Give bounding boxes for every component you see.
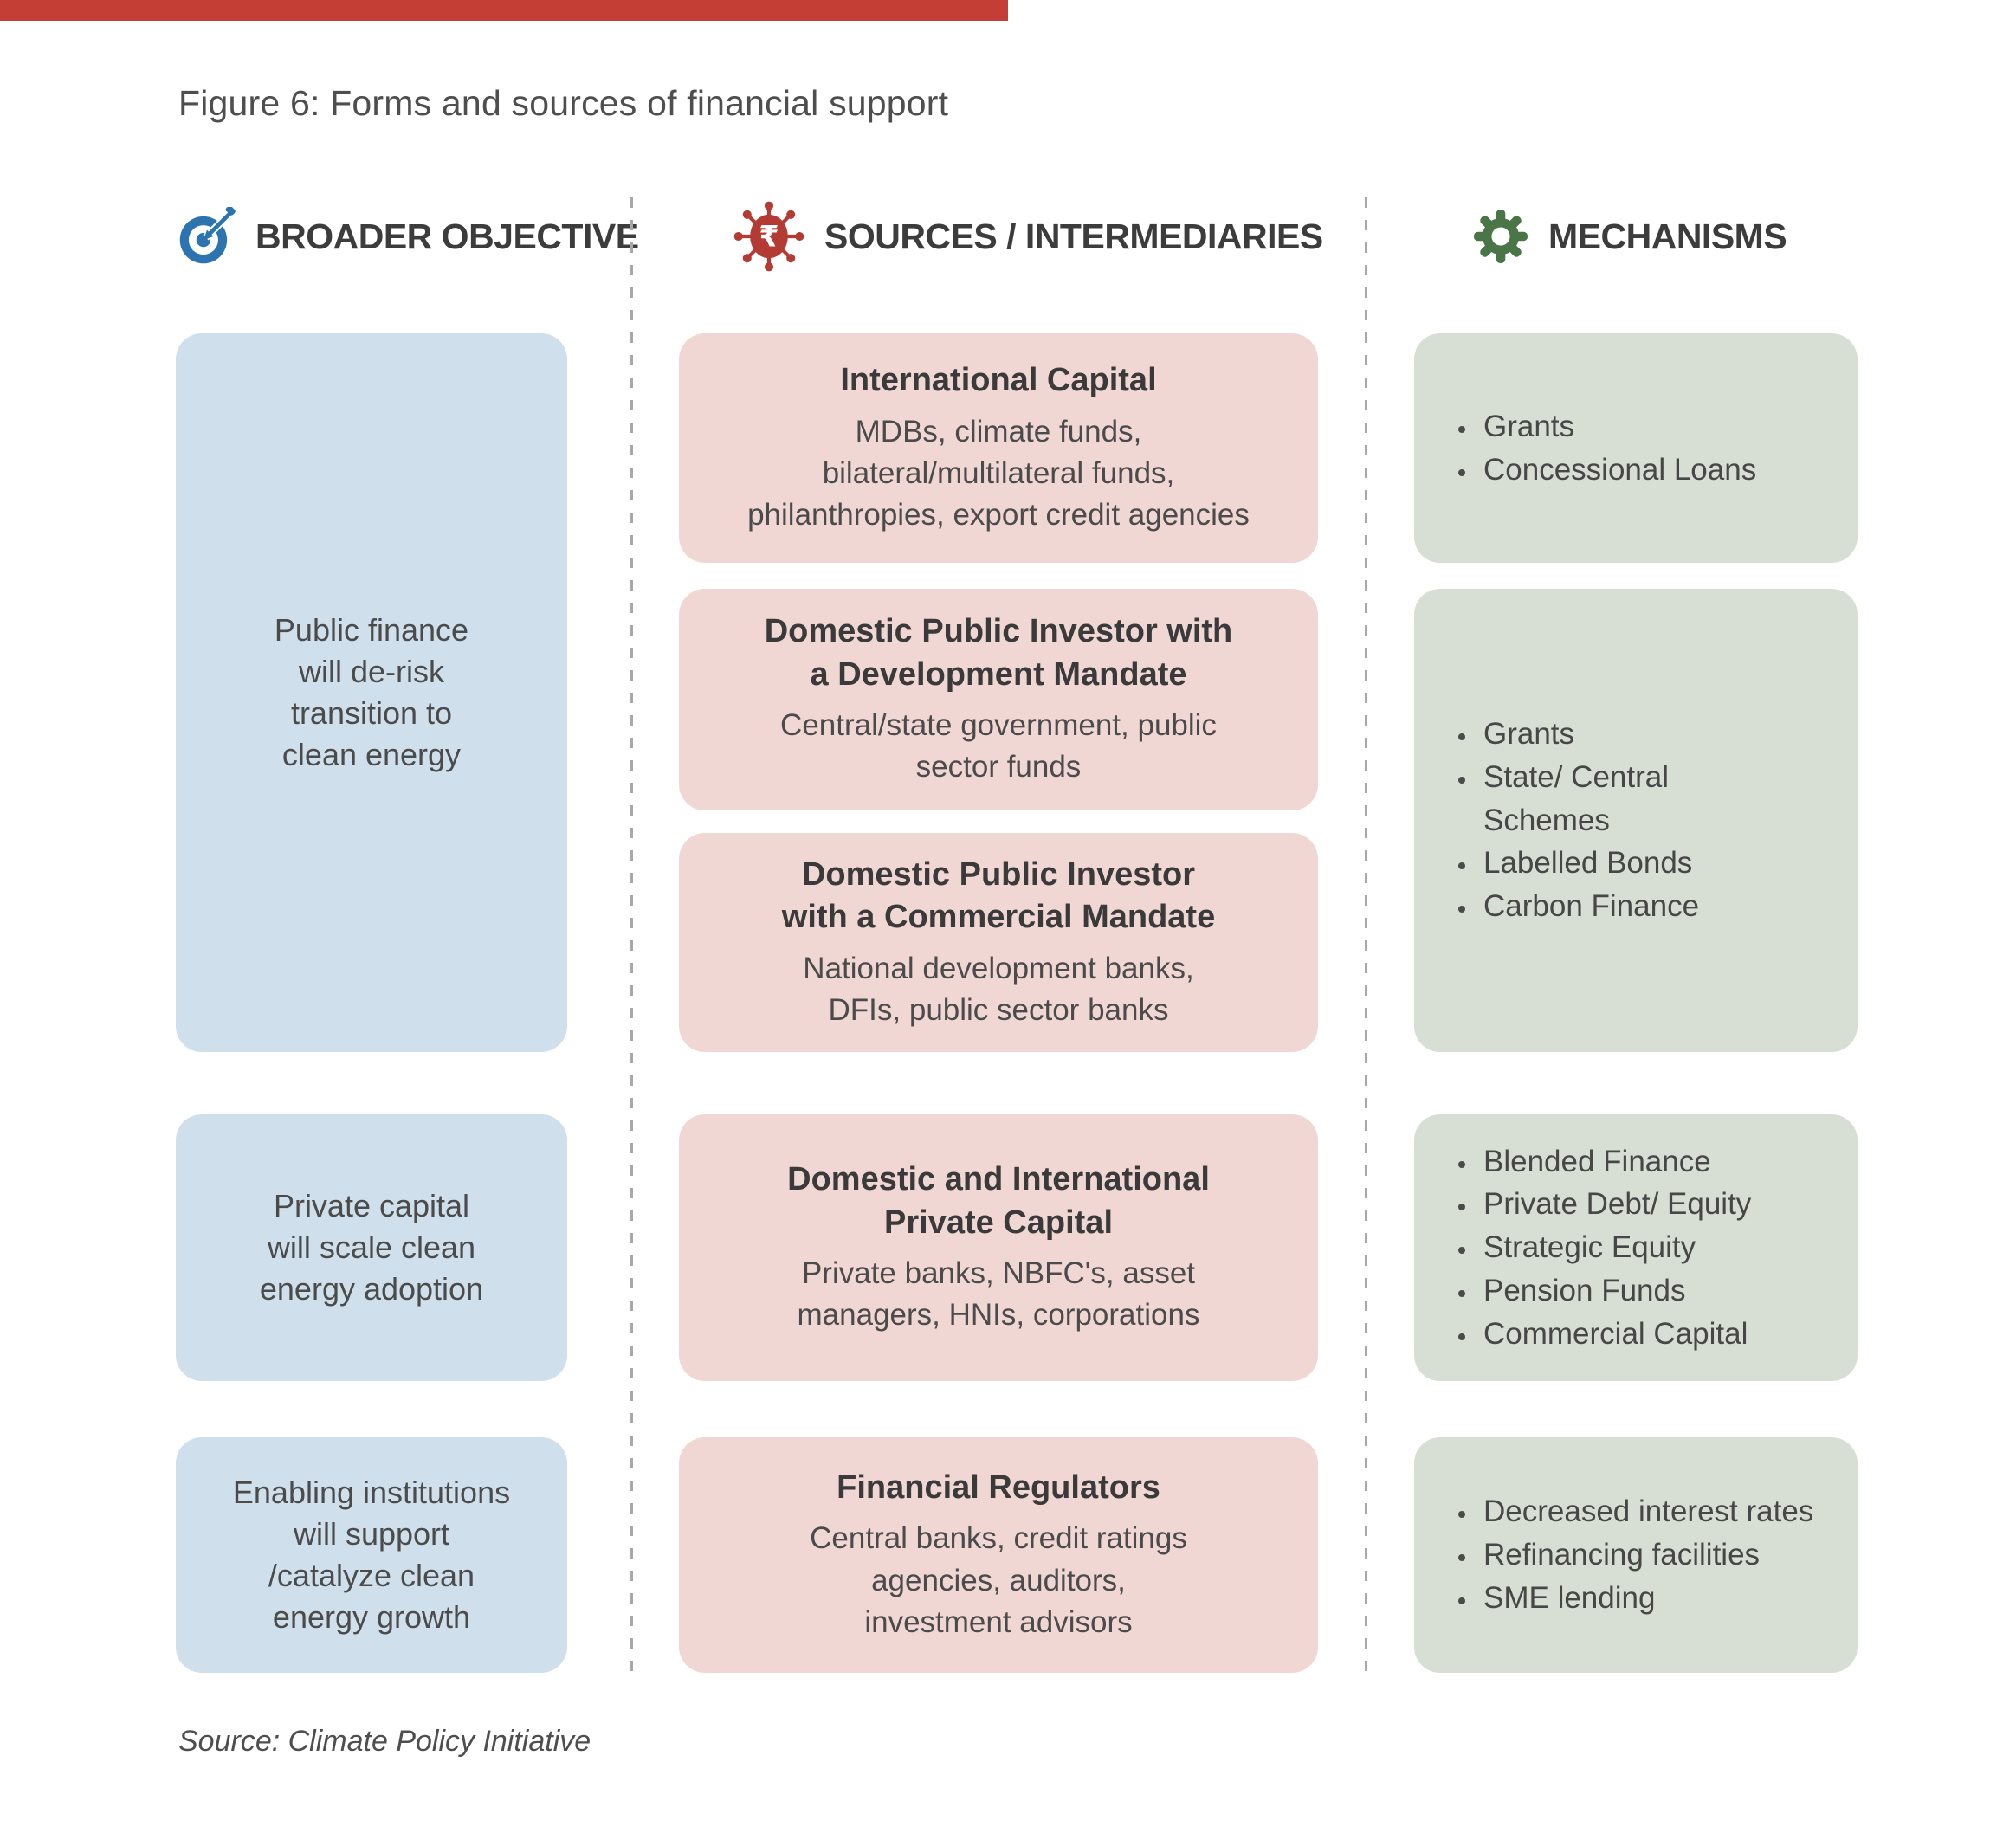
- column-header-label: BROADER OBJECTIVE: [255, 216, 639, 256]
- mechanism-item: Grants: [1478, 713, 1844, 756]
- source-box-title: Domestic Public Investor with a Developm…: [764, 613, 1233, 693]
- figure-title: Figure 6: Forms and sources of financial…: [178, 83, 949, 123]
- mechanism-item: Grants: [1478, 405, 1844, 449]
- source-box-private-capital: Domestic and International Private Capit…: [679, 1114, 1318, 1381]
- mechanism-box-grants-loans: Grants Concessional Loans: [1414, 333, 1858, 563]
- mechanism-item: Labelled Bonds: [1478, 842, 1844, 885]
- objective-box-public-finance: Public finance will de-risk transition t…: [176, 333, 567, 1052]
- column-header-sources-intermediaries: ₹ SOURCES / INTERMEDIARIES: [733, 199, 1323, 274]
- mechanism-list: Blended Finance Private Debt/ Equity Str…: [1414, 1140, 1858, 1355]
- source-box-body: National development banks, DFIs, public…: [803, 951, 1194, 1027]
- mechanism-item: Strategic Equity: [1478, 1226, 1844, 1269]
- target-icon: [178, 205, 236, 266]
- objective-box-private-capital: Private capital will scale clean energy …: [176, 1114, 567, 1381]
- source-box-body: Central banks, credit ratings agencies, …: [810, 1521, 1187, 1639]
- mechanism-list: Grants Concessional Loans: [1414, 405, 1858, 491]
- mechanism-item: Decreased interest rates: [1478, 1490, 1844, 1533]
- objective-text: Private capital will scale clean energy …: [259, 1188, 484, 1307]
- mechanism-item: Refinancing facilities: [1478, 1533, 1844, 1577]
- source-box-financial-regulators: Financial Regulators Central banks, cred…: [679, 1437, 1318, 1673]
- mechanism-list: Decreased interest rates Refinancing fac…: [1414, 1490, 1858, 1619]
- mechanism-item: Private Debt/ Equity: [1478, 1183, 1844, 1226]
- column-header-label: MECHANISMS: [1548, 216, 1787, 256]
- source-box-international-capital: International Capital MDBs, climate fund…: [679, 333, 1318, 563]
- source-box-title: Domestic Public Investor with a Commerci…: [781, 855, 1216, 936]
- column-header-broader-objective: BROADER OBJECTIVE: [178, 199, 639, 274]
- source-box-body: MDBs, climate funds, bilateral/multilate…: [747, 414, 1250, 532]
- source-box-domestic-public-development: Domestic Public Investor with a Developm…: [679, 589, 1318, 810]
- source-box-body: Central/state government, public sector …: [780, 708, 1217, 784]
- objective-text: Public finance will de-risk transition t…: [274, 612, 469, 772]
- source-box-title: Domestic and International Private Capit…: [787, 1161, 1210, 1241]
- mechanism-item: SME lending: [1478, 1577, 1844, 1620]
- column-header-mechanisms: MECHANISMS: [1472, 199, 1787, 274]
- mechanism-box-public-schemes: Grants State/ Central Schemes Labelled B…: [1414, 589, 1858, 1052]
- source-box-domestic-public-commercial: Domestic Public Investor with a Commerci…: [679, 833, 1318, 1052]
- source-box-title: International Capital: [840, 362, 1157, 399]
- mechanism-item: Concessional Loans: [1478, 449, 1844, 492]
- source-note: Source: Climate Policy Initiative: [178, 1725, 591, 1758]
- source-box-body: Private banks, NBFC's, asset managers, H…: [797, 1256, 1200, 1333]
- source-box-title: Financial Regulators: [837, 1468, 1160, 1506]
- mechanism-item: State/ Central Schemes: [1478, 756, 1844, 842]
- mechanism-list: Grants State/ Central Schemes Labelled B…: [1414, 713, 1858, 927]
- objective-box-enabling-institutions: Enabling institutions will support /cata…: [176, 1437, 567, 1673]
- top-accent-bar: [0, 0, 1008, 21]
- mechanism-item: Carbon Finance: [1478, 885, 1844, 928]
- svg-text:₹: ₹: [759, 220, 779, 254]
- mechanism-box-private-finance: Blended Finance Private Debt/ Equity Str…: [1414, 1114, 1858, 1381]
- column-header-label: SOURCES / INTERMEDIARIES: [824, 216, 1323, 256]
- objective-text: Enabling institutions will support /cata…: [232, 1475, 511, 1635]
- mechanism-box-regulatory: Decreased interest rates Refinancing fac…: [1414, 1437, 1858, 1673]
- mechanism-item: Blended Finance: [1478, 1140, 1844, 1184]
- gear-icon: [1472, 208, 1529, 265]
- rupee-coin-icon: ₹: [733, 200, 805, 273]
- column-divider: [1365, 197, 1367, 1675]
- mechanism-item: Commercial Capital: [1478, 1313, 1844, 1356]
- column-divider: [630, 197, 633, 1675]
- mechanism-item: Pension Funds: [1478, 1269, 1844, 1313]
